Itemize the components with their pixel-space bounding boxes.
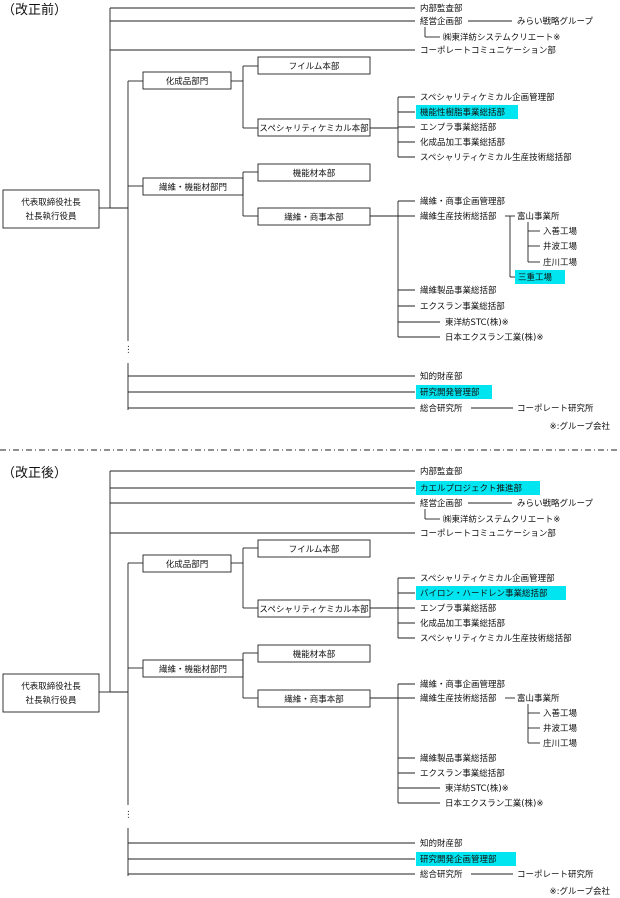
before-sc-item-production-tech: スペシャリティケミカル生産技術総括部 [420,152,572,163]
after-highlight-vylon [416,586,566,600]
after-item-kaeru-project: カエルプロジェクト推進部 [420,483,523,494]
before-sc-label: スペシャリティケミカル本部 [259,123,369,134]
after-plant-nyuzen: 入善工場 [543,708,578,719]
after-fiber-label: 繊維・商事本部 [284,694,344,705]
after-fiber-box [257,689,371,708]
after-fiber-item-exlan: エクスラン事業総括部 [420,768,505,779]
after-ceo-box [2,673,100,713]
before-item-planning: 経営企画部 [420,16,463,27]
before-highlight-functional-resin [416,105,518,119]
after-ceo-line1: 代表取締役社長 [21,681,81,692]
before-film-label: フイルム本部 [289,61,340,72]
before-plant-nyuzen: 入善工場 [543,226,578,237]
after-fiber-item-stc: 東洋紡STC(株)※ [445,783,509,794]
before-note: ※:グループ会社 [550,421,611,432]
before-div1-label: 化成品部門 [166,76,209,87]
before-film-box [257,56,371,75]
before-fiber-item-japan-exlan: 日本エクスラン工業(株)※ [445,332,544,343]
before-sc-item-engineering-plastics: エンプラ事業総括部 [420,122,497,133]
after-sc-item-processing: 化成品加工事業総括部 [420,618,506,629]
before-item-corp-comm: コーポレートコミュニケーション部 [420,45,556,56]
after-note: ※:グループ会社 [550,886,611,897]
after-item-internal-audit: 内部監査部 [420,466,463,477]
before-fiber-item-production-tech: 繊維生産技術総括部 [420,211,497,222]
after-fiber-item-planning: 繊維・商事企画管理部 [420,679,506,690]
after-sc-item-production-tech: スペシャリティケミカル生産技術総括部 [420,633,572,644]
before-highlight-mie [515,270,565,284]
before-item-internal-audit: 内部監査部 [420,3,463,14]
after-sc-box [257,599,371,618]
before-plant-inami: 井波工場 [543,241,578,252]
after-func-box [257,644,371,663]
before-bottom-rd: 研究開発管理部 [420,387,480,398]
before-bottom-research-institute: 総合研究所 [420,403,463,414]
before-sc-item-processing: 化成品加工事業総括部 [420,137,506,148]
after-section: （改正後） 代表取締役社長 社長執行役員 ⋮ 内部監査部 カエルプロジェクト推進… [2,466,610,897]
before-sc-item-functional-resin: 機能性樹脂事業総括部 [420,107,506,118]
before-section: （改正前） 代表取締役社長 社長執行役員 ⋮ 内部監査部 経営企画部 みらい戦略… [2,2,610,432]
after-fiber-item-japan-exlan: 日本エクスラン工業(株)※ [445,798,544,809]
before-highlight-rd [416,385,492,399]
before-bottom-ip: 知的財産部 [420,371,463,382]
before-div2-label: 繊維・機能材部門 [159,182,227,193]
before-fiber-item-products: 繊維製品事業総括部 [420,285,497,296]
before-planning-sub-systemcreate: ㈱東洋紡システムクリエート※ [443,32,560,43]
after-bottom-rd-planning: 研究開発企画管理部 [420,854,497,865]
after-film-box [257,539,371,558]
before-planning-sub-mirai: みらい戦略グループ [517,16,593,27]
svg-text:⋮: ⋮ [124,345,133,355]
after-plant-shokawa: 庄川工場 [543,738,578,749]
before-ceo-line1: 代表取締役社長 [21,197,81,208]
after-corp-lab: コーポレート研究所 [517,869,594,880]
before-div1-box [142,71,232,90]
before-func-label: 機能材本部 [293,168,336,179]
after-bottom-research-institute: 総合研究所 [420,869,463,880]
after-fiber-item-products: 繊維製品事業総括部 [420,753,497,764]
before-plant-mie: 三重工場 [518,272,553,283]
before-fiber-item-stc: 東洋紡STC(株)※ [445,317,509,328]
before-title: （改正前） [2,2,67,18]
before-corp-lab: コーポレート研究所 [517,403,594,414]
after-film-label: フイルム本部 [289,544,340,555]
after-fiber-item-production-tech: 繊維生産技術総括部 [420,693,497,704]
after-sc-item-engineering-plastics: エンプラ事業総括部 [420,603,497,614]
after-title: （改正後） [2,466,67,481]
after-highlight-rd [416,852,516,866]
after-div1-label: 化成品部門 [166,559,209,570]
before-plant-shokawa: 庄川工場 [543,257,578,268]
after-func-label: 機能材本部 [293,649,336,660]
before-sc-box [257,118,371,137]
after-sc-label: スペシャリティケミカル本部 [259,604,369,615]
after-plant-inami: 井波工場 [543,723,578,734]
after-div2-label: 繊維・機能材部門 [159,664,227,675]
after-bottom-ip: 知的財産部 [420,838,463,849]
before-fiber-item-exlan: エクスラン事業総括部 [420,301,505,312]
after-toyama: 富山事業所 [517,693,560,704]
svg-text:⋮: ⋮ [124,810,133,820]
before-fiber-box [257,207,371,226]
after-item-planning: 経営企画部 [420,498,463,509]
after-sc-item-planning: スペシャリティケミカル企画管理部 [420,573,555,584]
before-fiber-item-planning: 繊維・商事企画管理部 [420,196,506,207]
before-func-box [257,163,371,182]
before-toyama: 富山事業所 [517,211,560,222]
after-div1-box [142,554,232,573]
before-fiber-label: 繊維・商事本部 [284,212,344,223]
after-item-corp-comm: コーポレートコミュニケーション部 [420,528,556,539]
before-ceo-line2: 社長執行役員 [25,211,77,222]
after-planning-sub-systemcreate: ㈱東洋紡システムクリエート※ [443,514,560,525]
after-ceo-line2: 社長執行役員 [25,695,77,706]
after-planning-sub-mirai: みらい戦略グループ [517,498,593,509]
after-sc-item-vylon-hardlen: バイロン・ハードレン事業総括部 [420,588,548,599]
before-ceo-box [2,189,100,229]
after-highlight-kaeru [416,481,540,495]
before-sc-item-planning: スペシャリティケミカル企画管理部 [420,92,555,103]
